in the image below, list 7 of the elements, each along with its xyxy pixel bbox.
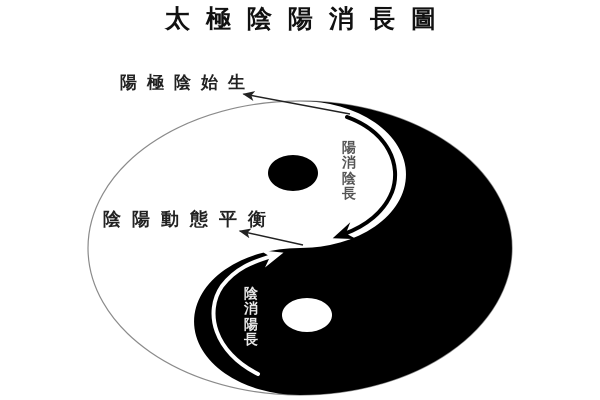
callout-label: 陰陽動態平衡 bbox=[103, 211, 277, 229]
arrow bbox=[242, 91, 350, 115]
vertical-label: 陰消陽長 bbox=[244, 287, 258, 349]
vertical-label: 陽消陰長 bbox=[342, 141, 356, 203]
diagram-title: 太極陰陽消長圖 bbox=[164, 6, 452, 31]
arrow bbox=[238, 228, 304, 246]
callout-label: 陽極陰始生 bbox=[120, 75, 255, 92]
